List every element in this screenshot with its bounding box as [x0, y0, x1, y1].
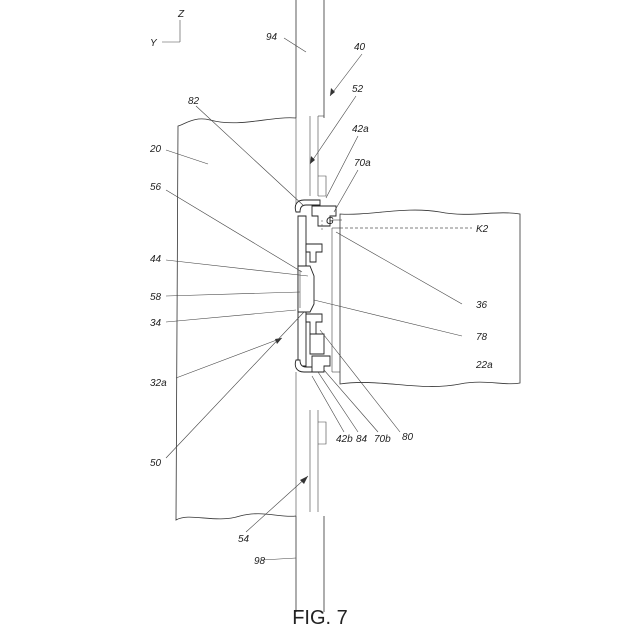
- label-56: 56: [150, 182, 162, 193]
- panel-22a: [340, 210, 520, 386]
- label-22a: 22a: [475, 360, 493, 371]
- label-g: G: [326, 216, 334, 227]
- figure-caption: FIG. 7: [292, 607, 348, 629]
- label-42a: 42a: [352, 124, 369, 135]
- member-52: [310, 116, 326, 196]
- label-44: 44: [150, 254, 162, 265]
- label-36: 36: [476, 300, 488, 311]
- label-80: 80: [402, 432, 414, 443]
- label-32a: 32a: [150, 378, 167, 389]
- label-70a: 70a: [354, 158, 371, 169]
- label-54: 54: [238, 534, 250, 545]
- axis-indicator: Z Y: [150, 9, 185, 49]
- label-20: 20: [149, 144, 162, 155]
- label-42b: 42b: [336, 434, 353, 445]
- central-assembly: [295, 200, 342, 372]
- label-52: 52: [352, 84, 364, 95]
- label-40: 40: [354, 42, 366, 53]
- axis-y-label: Y: [150, 38, 158, 49]
- panel-20: [176, 118, 296, 520]
- member-54: [310, 410, 326, 512]
- label-70b: 70b: [374, 434, 391, 445]
- label-k2: K2: [476, 224, 489, 235]
- label-94: 94: [266, 32, 278, 43]
- label-78: 78: [476, 332, 488, 343]
- label-50: 50: [150, 458, 162, 469]
- label-82: 82: [188, 96, 200, 107]
- label-34: 34: [150, 318, 162, 329]
- label-98: 98: [254, 556, 266, 567]
- label-58: 58: [150, 292, 162, 303]
- label-84: 84: [356, 434, 368, 445]
- axis-z-label: Z: [177, 9, 185, 20]
